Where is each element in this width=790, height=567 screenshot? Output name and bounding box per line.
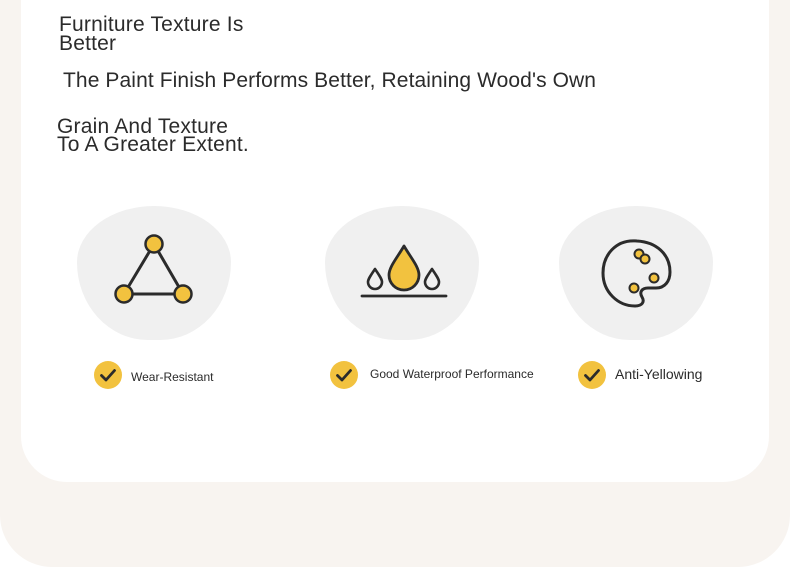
feature-label: Good Waterproof Performance	[370, 367, 534, 381]
section-title-line-1: Furniture Texture Is	[59, 13, 244, 36]
section-desc-line-1: Grain And Texture	[57, 115, 229, 138]
water-drops-icon	[360, 244, 448, 298]
palette-icon	[601, 239, 672, 308]
feature-anti-yellowing: Anti-Yellowing	[558, 206, 718, 406]
check-icon	[94, 361, 122, 389]
icon-background	[325, 206, 479, 340]
section-desc-line-2: To A Greater Extent.	[57, 133, 249, 156]
feature-waterproof: Good Waterproof Performance	[324, 206, 554, 406]
feature-label: Anti-Yellowing	[615, 366, 703, 382]
icon-background	[559, 206, 713, 340]
feature-label: Wear-Resistant	[131, 370, 214, 384]
feature-wear-resistant: Wear-Resistant	[76, 206, 236, 406]
check-icon	[330, 361, 358, 389]
triangle-nodes-icon	[114, 234, 193, 304]
check-icon	[578, 361, 606, 389]
icon-background	[77, 206, 231, 340]
section-title-line-2: Better	[59, 32, 117, 55]
section-subtitle: The Paint Finish Performs Better, Retain…	[63, 69, 597, 92]
